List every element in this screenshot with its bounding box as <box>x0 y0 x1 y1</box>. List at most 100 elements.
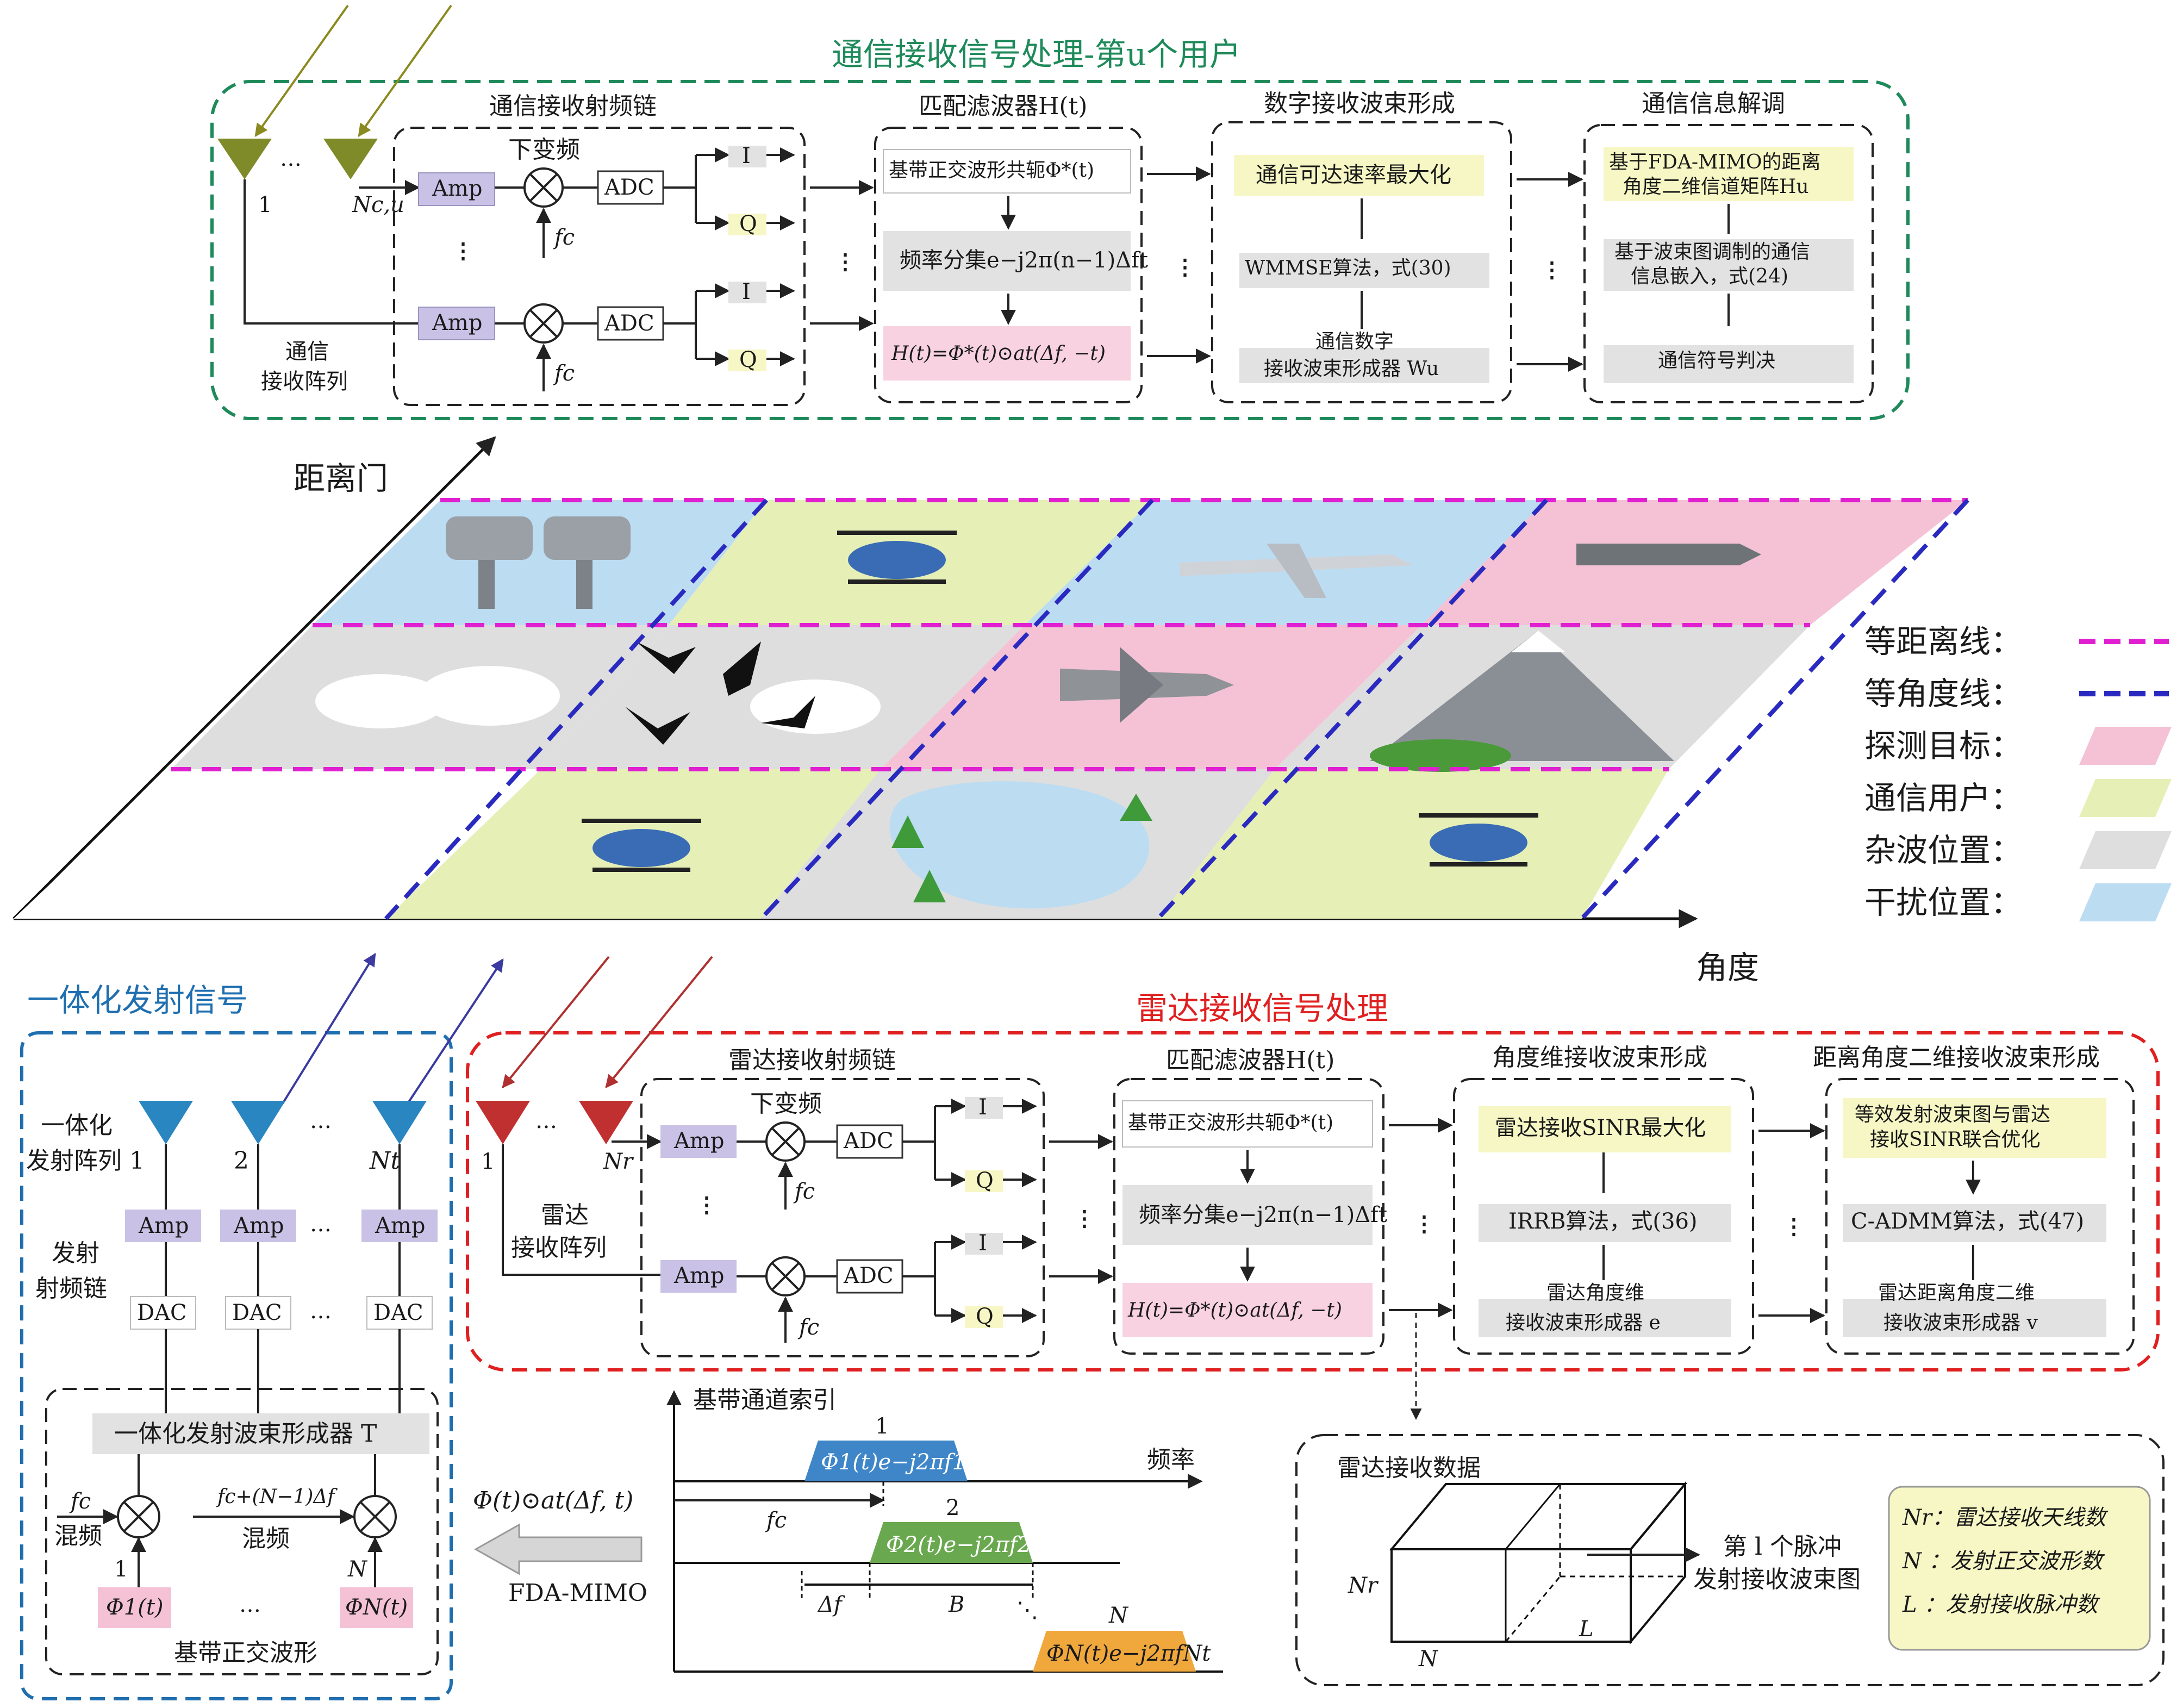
svg-text:ADC: ADC <box>843 1129 894 1154</box>
svg-text:⋮: ⋮ <box>1541 257 1563 283</box>
svg-text:基于波束图调制的通信: 基于波束图调制的通信 <box>1614 241 1810 263</box>
svg-text:基带正交波形: 基带正交波形 <box>174 1639 317 1667</box>
data-cube-notes <box>1888 1486 2151 1651</box>
svg-text:H(t)=Φ*(t)⊙at(Δf, −t): H(t)=Φ*(t)⊙at(Δf, −t) <box>891 342 1106 365</box>
radar-antenna-1 <box>476 1101 530 1144</box>
svg-text:⋮: ⋮ <box>1174 254 1196 280</box>
svg-text:I: I <box>742 279 751 304</box>
comm-dbf-2 <box>1239 253 1489 288</box>
comm-rf-chain-title: 通信接收射频链 <box>489 92 657 120</box>
comm-vertical-ellipsis-1: ⋮ <box>452 238 474 264</box>
svg-text:ΦN(t)e−j2πfNt: ΦN(t)e−j2πfNt <box>1046 1641 1211 1666</box>
svg-text:雷达距离角度二维: 雷达距离角度二维 <box>1878 1282 2035 1304</box>
svg-text:雷达: 雷达 <box>541 1201 589 1229</box>
iso-angle-line-1 <box>384 498 768 920</box>
radar-dish-icon <box>446 516 631 609</box>
svg-text:2: 2 <box>946 1495 959 1520</box>
iso-angle-line-3 <box>1156 498 1548 920</box>
iso-angle-line-2 <box>759 498 1154 920</box>
svg-text:fc: fc <box>793 1179 815 1204</box>
tx-antenna-2 <box>231 1101 285 1144</box>
comm-incoming-wave-1 <box>254 4 349 137</box>
svg-text:频率分集e−j2π(n−1)Δft: 频率分集e−j2π(n−1)Δft <box>900 248 1148 273</box>
legend-label-3: 通信用户： <box>1864 780 2022 816</box>
svg-text:1: 1 <box>481 1149 495 1174</box>
comm-amp-1 <box>418 172 495 206</box>
svg-text:Q: Q <box>976 1304 994 1329</box>
svg-text:等效发射波束图与雷达: 等效发射波束图与雷达 <box>1855 1104 2050 1126</box>
tx-outgoing-wave-2 <box>407 958 504 1105</box>
data-cube-title: 雷达接收数据 <box>1337 1454 1481 1482</box>
mountain-icon <box>1370 631 1674 772</box>
radar-matched-filter-box <box>1113 1078 1384 1355</box>
data-cube-shape <box>1389 1481 1688 1645</box>
svg-text:信息嵌入，式(24): 信息嵌入，式(24) <box>1631 265 1788 288</box>
comm-array-label-1: 通信 <box>285 339 329 364</box>
cell-user-3 <box>1158 769 1669 919</box>
svg-text:1: 1 <box>875 1414 889 1439</box>
legend-swatch-2 <box>2079 727 2172 765</box>
fda-left-arrow <box>473 1523 643 1575</box>
svg-text:Q: Q <box>739 347 757 372</box>
comm-mf-1 <box>883 149 1131 194</box>
legend-swatch-4 <box>2079 831 2172 869</box>
tx-phi-n <box>340 1587 413 1628</box>
radar-section-border <box>466 1031 2160 1372</box>
svg-text:N ：发射正交波形数: N ：发射正交波形数 <box>1902 1549 2105 1574</box>
comm-adc-1 <box>597 170 664 205</box>
birds-icon <box>625 641 815 745</box>
svg-text:…: … <box>310 1299 332 1324</box>
svg-text:频率分集e−j2π(n−1)Δft: 频率分集e−j2π(n−1)Δft <box>1139 1202 1387 1227</box>
svg-text:WMMSE算法，式(30): WMMSE算法，式(30) <box>1245 257 1451 279</box>
tx-array-label-1: 一体化 <box>41 1112 113 1139</box>
legend-swatch-3 <box>2079 779 2172 817</box>
svg-text:接收波束形成器 e: 接收波束形成器 e <box>1506 1312 1661 1334</box>
svg-text:…: … <box>239 1592 261 1617</box>
comm-section-border <box>210 80 1910 420</box>
radar-adc-2 <box>836 1259 903 1294</box>
comm-dbf-3 <box>1239 348 1489 383</box>
legend-label-4: 杂波位置： <box>1864 832 2022 869</box>
waveform-n <box>1033 1631 1196 1672</box>
tx-title: 一体化发射信号 <box>27 982 248 1019</box>
svg-text:接收波束形成器 v: 接收波束形成器 v <box>1883 1312 2038 1334</box>
waveform-1 <box>804 1441 968 1481</box>
tx-outgoing-wave-1 <box>282 952 376 1105</box>
svg-text:Nr：雷达接收天线数: Nr：雷达接收天线数 <box>1902 1505 2109 1530</box>
comm-array-feed <box>244 179 419 325</box>
legend: 等距离线：等角度线：探测目标：通信用户：杂波位置：干扰位置： <box>1864 623 2172 921</box>
comm-antenna-1-label: 1 <box>258 192 272 217</box>
comm-i-2 <box>728 282 766 303</box>
svg-text:N: N <box>1108 1603 1129 1628</box>
svg-text:N: N <box>1418 1647 1439 1672</box>
comm-dbf-title: 数字接收波束形成 <box>1264 90 1455 117</box>
tx-phi-1 <box>98 1587 171 1628</box>
tx-antenna-1 <box>139 1101 193 1144</box>
iso-angle-line-4 <box>1580 498 1969 920</box>
comm-matched-filter-box <box>874 127 1143 403</box>
radar-section: 雷达接收信号处理 … 1 Nr 雷达 接收阵列 雷达接收射频链 下变频 Amp … <box>466 956 2160 1420</box>
svg-text:基于FDA-MIMO的距离: 基于FDA-MIMO的距离 <box>1609 151 1820 173</box>
svg-text:通信可达速率最大化: 通信可达速率最大化 <box>1256 163 1451 188</box>
comm-array-label-2: 接收阵列 <box>261 369 348 394</box>
svg-text:…: … <box>535 1108 557 1133</box>
svg-text:Amp: Amp <box>233 1213 284 1238</box>
svg-text:⋮: ⋮ <box>834 249 856 275</box>
comm-fc-1: fc <box>553 225 575 250</box>
svg-text:角度维接收波束形成: 角度维接收波束形成 <box>1492 1044 1707 1071</box>
comm-q-1 <box>728 214 766 235</box>
svg-text:ADC: ADC <box>604 311 654 336</box>
svg-text:Amp: Amp <box>138 1213 189 1238</box>
freq-axis-label: 频率 <box>1147 1446 1195 1474</box>
fda-label: FDA-MIMO <box>508 1579 647 1607</box>
comm-i-1 <box>728 146 766 167</box>
comm-mf-title: 匹配滤波器H(t) <box>919 92 1087 120</box>
fighter-jet-icon <box>1060 647 1234 723</box>
radar-incoming-wave-2 <box>605 956 713 1088</box>
svg-text:ADC: ADC <box>604 175 654 200</box>
radar-adc-1 <box>836 1124 903 1159</box>
svg-text:雷达接收SINR最大化: 雷达接收SINR最大化 <box>1495 1115 1706 1140</box>
channel-axis-label: 基带通道索引 <box>693 1386 837 1414</box>
drone-icon-2 <box>582 819 701 872</box>
comm-dbf-box <box>1211 121 1512 403</box>
